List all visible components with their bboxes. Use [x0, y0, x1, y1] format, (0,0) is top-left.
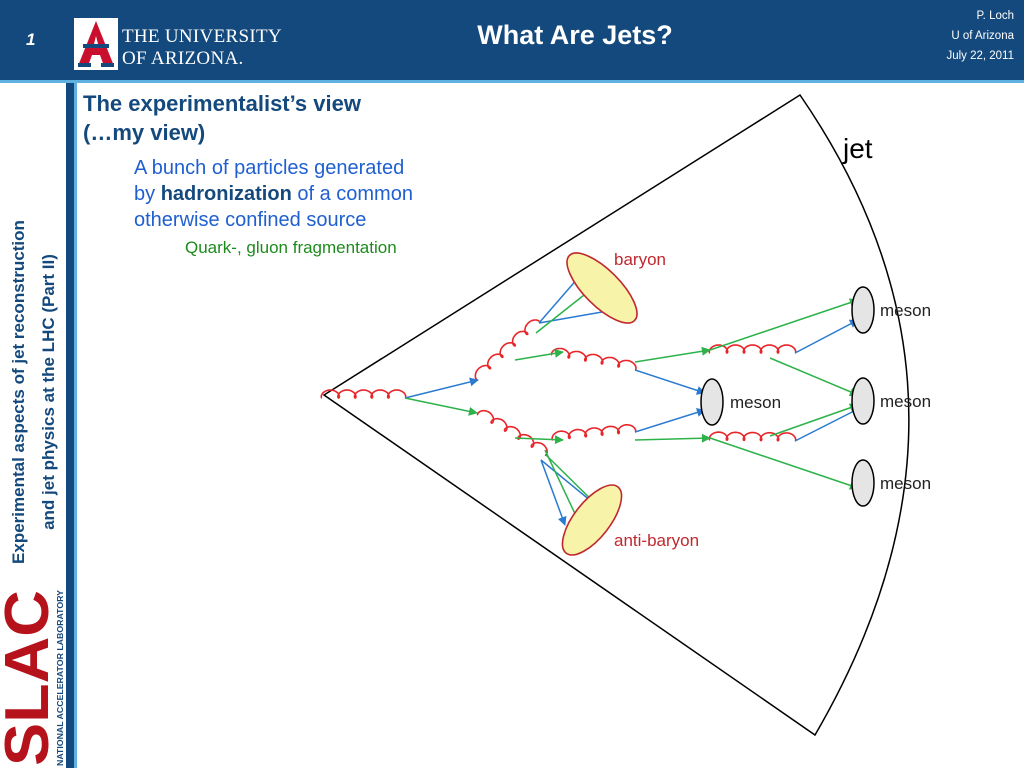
jet-cone-outline: [322, 93, 910, 737]
bullet-bold-term: hadronization: [160, 183, 292, 205]
sidebar-divider-accent: [74, 83, 77, 768]
gluon-coil: [476, 409, 548, 456]
meson-ellipse: [851, 286, 875, 334]
quark-line: [634, 408, 706, 433]
meson-ellipse: [700, 378, 724, 426]
bullet-line2: by hadronization of a common: [134, 181, 413, 207]
hadron-line: [634, 433, 711, 443]
baryon-ellipse: [566, 252, 638, 324]
jet-diagram: jet baryon anti-baryon meson: [320, 93, 931, 737]
university-name-line1: THE UNIVERSITY: [122, 26, 282, 47]
slac-logo: SLAC NATIONAL ACCELERATOR LABORATORY: [0, 590, 65, 766]
bullet-line2-pre: by: [134, 183, 161, 205]
hadron-line: [709, 298, 859, 351]
meson-label: meson: [730, 393, 781, 412]
meson-label: meson: [880, 392, 931, 411]
heading-line1: The experimentalist’s view: [83, 91, 361, 116]
heading-line2: (…my view): [83, 120, 206, 145]
meson-label: meson: [880, 474, 931, 493]
university-name-line2: OF ARIZONA.: [122, 48, 244, 69]
hadron-line: [634, 346, 711, 363]
quark-line: [634, 369, 706, 395]
hadron-line: [514, 435, 564, 445]
meson-label: meson: [880, 301, 931, 320]
slide-meta: P. Loch U of Arizona July 22, 2011: [946, 6, 1014, 66]
antibaryon-label: anti-baryon: [614, 531, 699, 550]
gluon-coil: [550, 347, 637, 371]
sub-bullet: Quark-, gluon fragmentation: [185, 238, 397, 257]
slac-letters: SLAC: [0, 590, 62, 766]
gluon-coil: [551, 424, 637, 441]
bullet-text: A bunch of particles generated by hadron…: [134, 155, 413, 233]
gluon-lines: [320, 319, 797, 456]
gluon-coil: [708, 431, 797, 442]
antibaryon-ellipse: [561, 484, 623, 556]
talk-title-line1: Experimental aspects of jet reconstructi…: [9, 220, 28, 564]
slide-header: [0, 0, 1024, 80]
university-a-icon: [74, 18, 118, 70]
header-divider: [0, 80, 1024, 83]
affiliation: U of Arizona: [951, 30, 1014, 42]
date: July 22, 2011: [946, 50, 1014, 62]
talk-title-line2: and jet physics at the LHC (Part II): [39, 254, 58, 530]
meson-ellipse: [851, 459, 875, 507]
meson-ellipse: [851, 377, 875, 425]
baryon-label: baryon: [614, 250, 666, 269]
bullet-line3: otherwise confined source: [134, 209, 367, 231]
main-heading: The experimentalist’s view (…my view): [83, 89, 361, 147]
quark-line: [540, 459, 567, 526]
hadron-line: [514, 348, 564, 361]
bullet-line1: A bunch of particles generated: [134, 157, 405, 179]
hadron-line: [769, 403, 859, 437]
talk-title-vertical: Experimental aspects of jet reconstructi…: [4, 188, 64, 596]
hadron-line: [404, 397, 478, 416]
quark-line: [794, 319, 859, 354]
bullet-line2-post: of a common: [291, 183, 413, 205]
gluon-coil: [708, 344, 797, 354]
meson-group: meson meson meson meson: [700, 286, 931, 507]
hadron-line: [769, 357, 859, 397]
gluon-coil: [320, 389, 407, 399]
slac-caption: NATIONAL ACCELERATOR LABORATORY: [55, 590, 65, 766]
slide-title: What Are Jets?: [477, 20, 673, 50]
slide-number: 1: [26, 30, 36, 49]
jet-label: jet: [842, 133, 873, 164]
quark-line: [404, 377, 479, 399]
university-logo: THE UNIVERSITY OF ARIZONA.: [74, 18, 282, 70]
sidebar-divider: [66, 83, 74, 768]
hadron-line: [709, 437, 859, 490]
quark-line: [794, 407, 861, 442]
sidebar: Experimental aspects of jet reconstructi…: [0, 83, 66, 768]
author: P. Loch: [976, 10, 1014, 22]
gluon-coil: [474, 319, 541, 381]
